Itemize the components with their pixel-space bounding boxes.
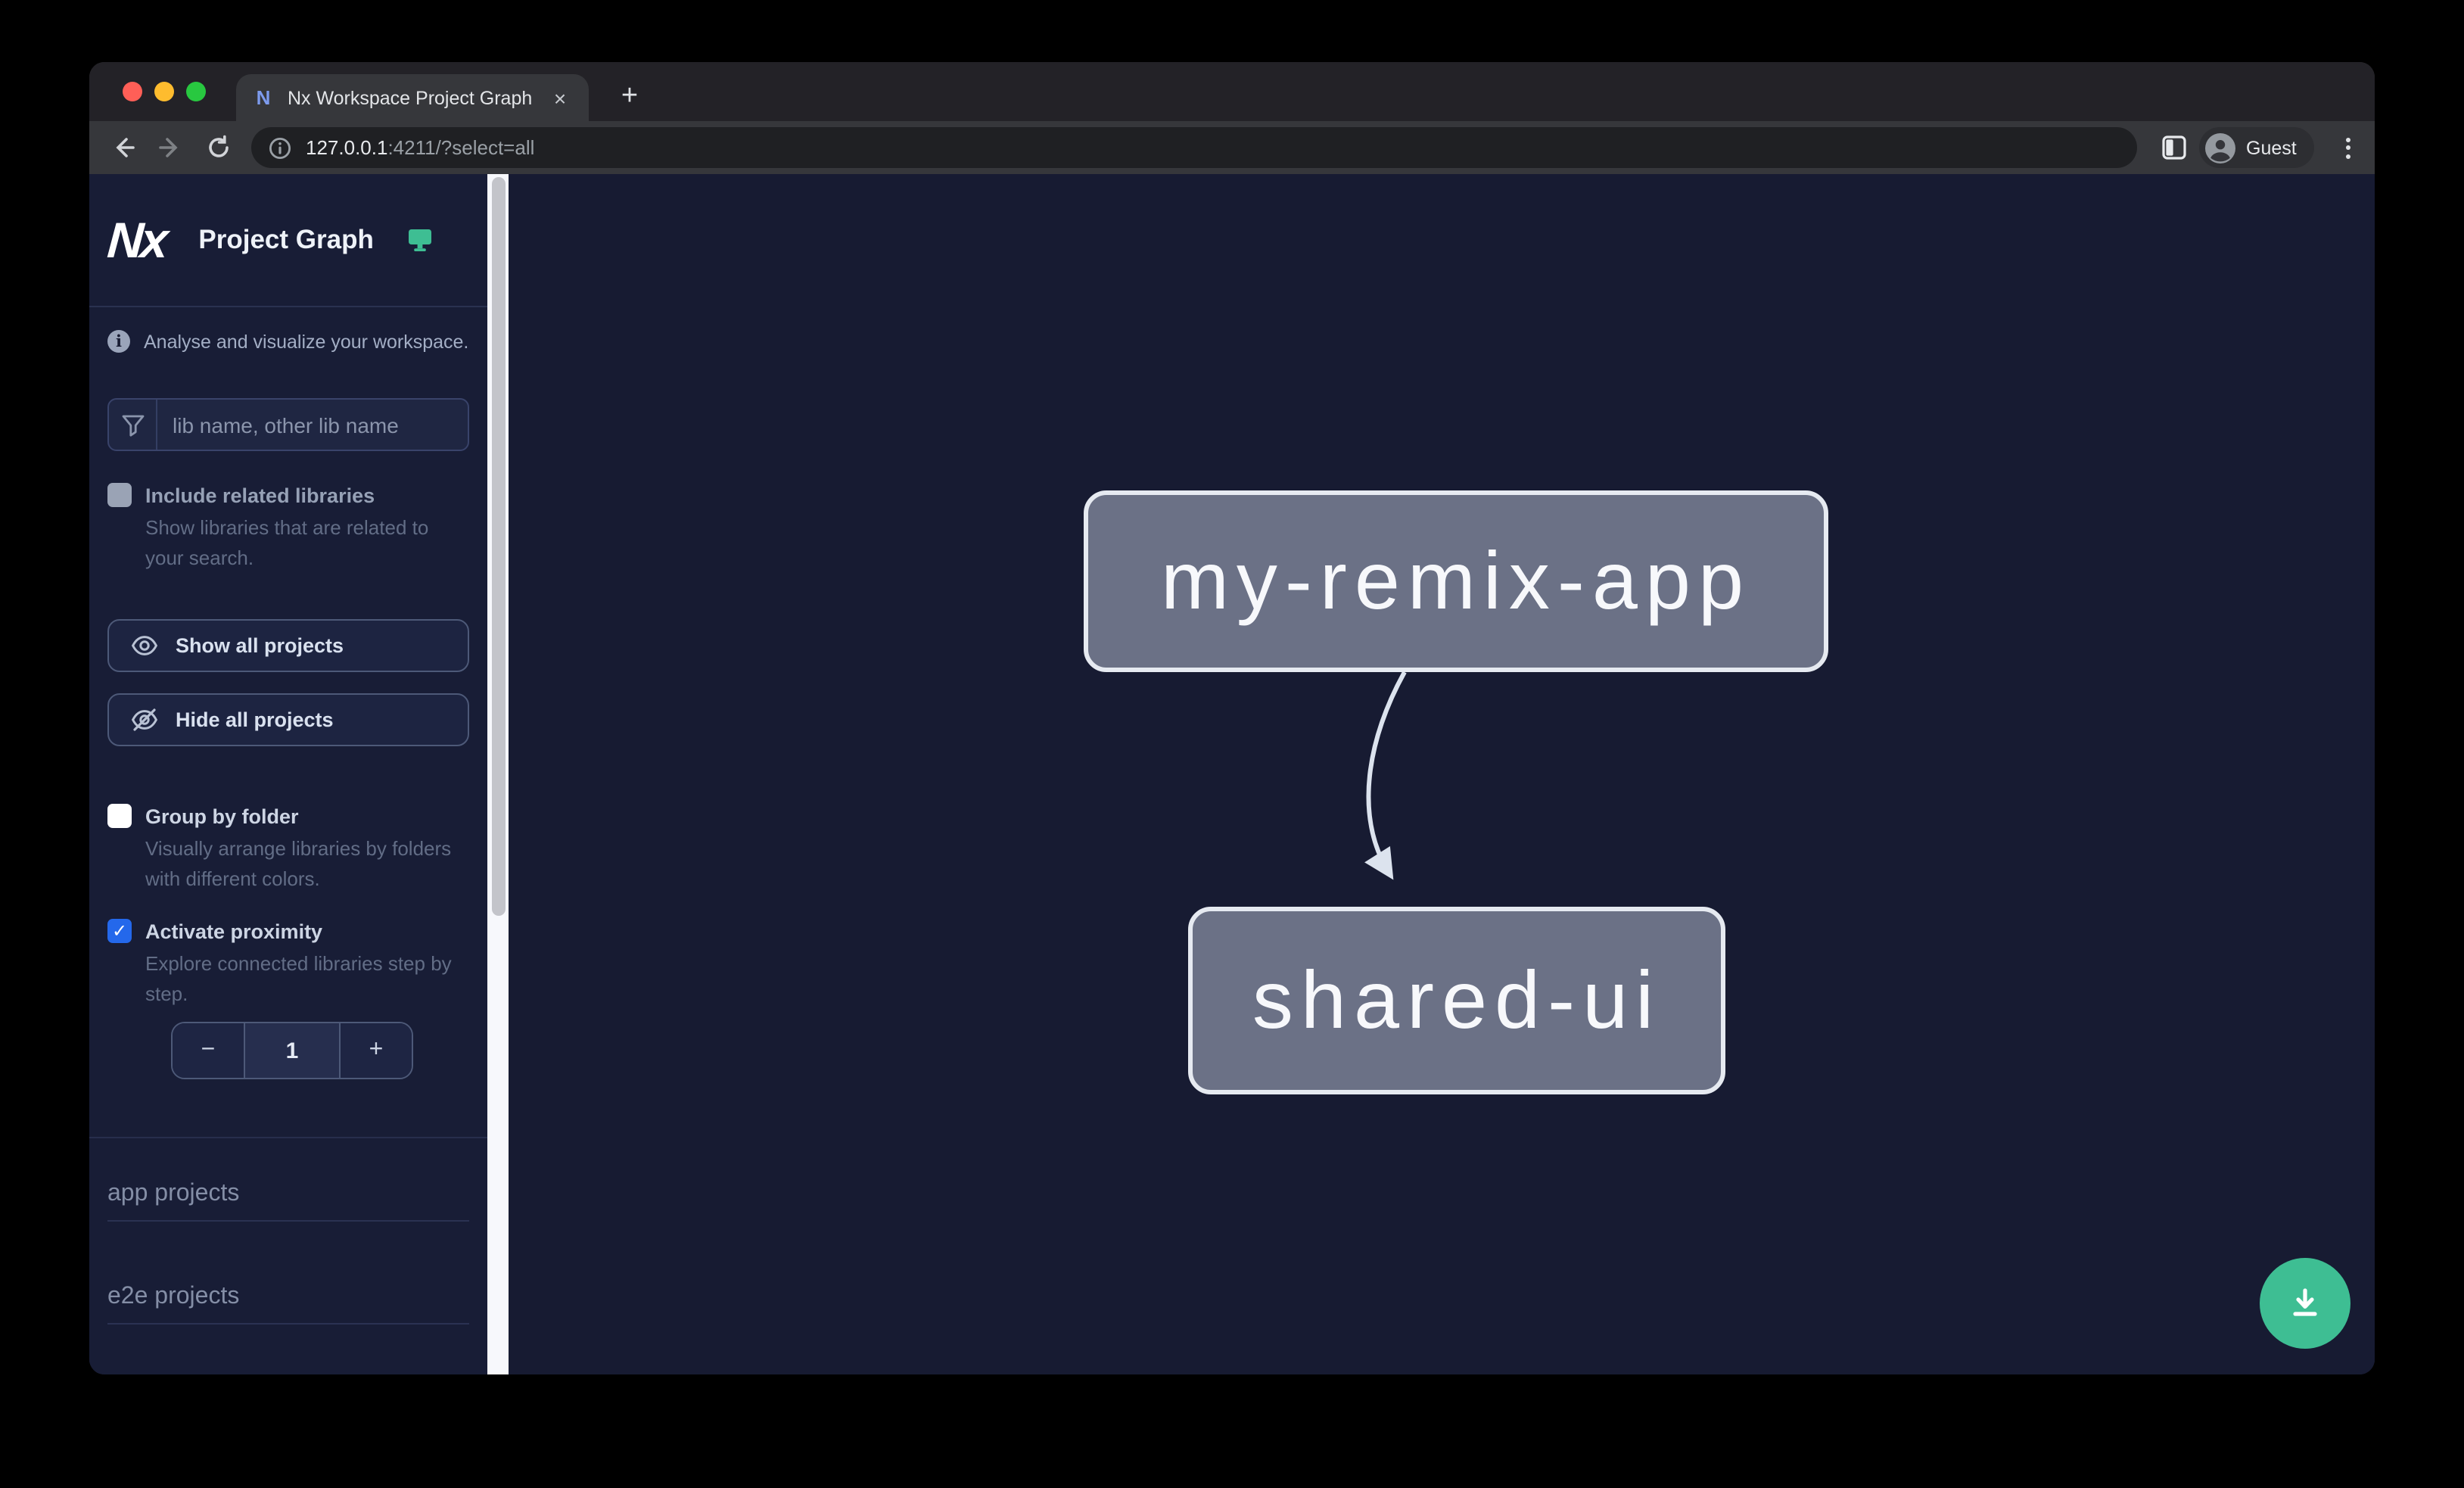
tagline-row: i Analyse and visualize your workspace. (107, 330, 469, 353)
info-icon: i (107, 330, 130, 353)
site-info-icon[interactable] (268, 135, 292, 160)
decrement-button[interactable]: − (173, 1023, 244, 1078)
group-by-folder-option: ✓ Group by folder Visually arrange libra… (107, 802, 469, 893)
include-related-checkbox[interactable]: ✓ (107, 483, 132, 507)
include-related-option: ✓ Include related libraries Show librari… (107, 481, 469, 572)
reload-icon[interactable] (200, 129, 236, 166)
side-panel-icon[interactable] (2155, 129, 2192, 166)
url-path: :4211/?select=all (387, 136, 535, 159)
back-icon[interactable] (104, 129, 141, 166)
kebab-menu-icon[interactable] (2329, 137, 2366, 158)
sidebar-scrollbar-track[interactable] (487, 174, 509, 1374)
address-bar[interactable]: 127.0.0.1:4211/?select=all (251, 127, 2137, 168)
url-host: 127.0.0.1 (306, 136, 388, 159)
sidebar: Nx Project Graph i Analyse and visualize… (89, 174, 487, 1374)
nx-logo: Nx (105, 211, 168, 267)
forward-icon[interactable] (151, 129, 188, 166)
node-my-remix-app[interactable]: my-remix-app (1084, 490, 1828, 672)
edge-my-remix-app-to-shared-ui (1364, 671, 1407, 880)
avatar-icon (2205, 132, 2235, 163)
group-by-folder-checkbox[interactable]: ✓ (107, 804, 132, 828)
activate-proximity-description: Explore connected libraries step by step… (145, 952, 452, 1004)
activate-proximity-label: Activate proximity (145, 920, 323, 943)
increment-button[interactable]: + (341, 1023, 412, 1078)
browser-window: N Nx Workspace Project Graph × + 127.0.0… (89, 62, 2375, 1374)
filter-input[interactable] (157, 412, 468, 437)
graph-canvas[interactable]: my-remix-app shared-ui (509, 174, 2375, 1374)
page-title: Project Graph (198, 224, 374, 254)
filter-box (107, 398, 469, 451)
new-tab-button[interactable]: + (621, 80, 639, 112)
proximity-value: 1 (244, 1023, 341, 1078)
include-related-description: Show libraries that are related to your … (145, 516, 429, 568)
filter-icon (109, 400, 157, 450)
activate-proximity-option: ✓ Activate proximity Explore connected l… (107, 917, 469, 1008)
download-graph-button[interactable] (2260, 1258, 2350, 1349)
profile-label: Guest (2246, 137, 2297, 158)
section-e2e-projects: e2e projects (107, 1284, 469, 1325)
tab-close-icon[interactable]: × (553, 86, 567, 110)
profile-button[interactable]: Guest (2199, 127, 2315, 168)
browser-titlebar: N Nx Workspace Project Graph × + (89, 62, 2375, 121)
eye-icon (131, 636, 158, 655)
group-by-folder-label: Group by folder (145, 805, 299, 828)
eye-off-icon (131, 708, 158, 731)
hide-all-projects-label: Hide all projects (176, 708, 334, 731)
node-shared-ui[interactable]: shared-ui (1188, 907, 1725, 1094)
download-icon (2293, 1288, 2317, 1316)
proximity-stepper: − 1 + (171, 1022, 413, 1079)
show-all-projects-button[interactable]: Show all projects (107, 619, 469, 672)
browser-toolbar: 127.0.0.1:4211/?select=all Guest (89, 121, 2375, 174)
nx-graph-app: Nx Project Graph i Analyse and visualize… (89, 174, 2375, 1374)
minimize-window-button[interactable] (154, 82, 174, 101)
zoom-window-button[interactable] (186, 82, 206, 101)
include-related-label: Include related libraries (145, 484, 375, 507)
group-by-folder-description: Visually arrange libraries by folders wi… (145, 837, 452, 889)
nx-favicon-icon: N (256, 86, 271, 109)
monitor-icon[interactable] (407, 227, 433, 253)
tab-title: Nx Workspace Project Graph (288, 87, 533, 108)
sidebar-header: Nx Project Graph (89, 174, 487, 307)
section-app-projects: app projects (107, 1181, 469, 1222)
activate-proximity-checkbox[interactable]: ✓ (107, 919, 132, 943)
browser-tab[interactable]: N Nx Workspace Project Graph × (236, 74, 589, 121)
sidebar-scrollbar-thumb[interactable] (491, 177, 505, 916)
show-all-projects-label: Show all projects (176, 634, 344, 657)
divider (89, 1137, 487, 1138)
tagline-text: Analyse and visualize your workspace. (144, 331, 469, 352)
close-window-button[interactable] (123, 82, 142, 101)
hide-all-projects-button[interactable]: Hide all projects (107, 693, 469, 746)
